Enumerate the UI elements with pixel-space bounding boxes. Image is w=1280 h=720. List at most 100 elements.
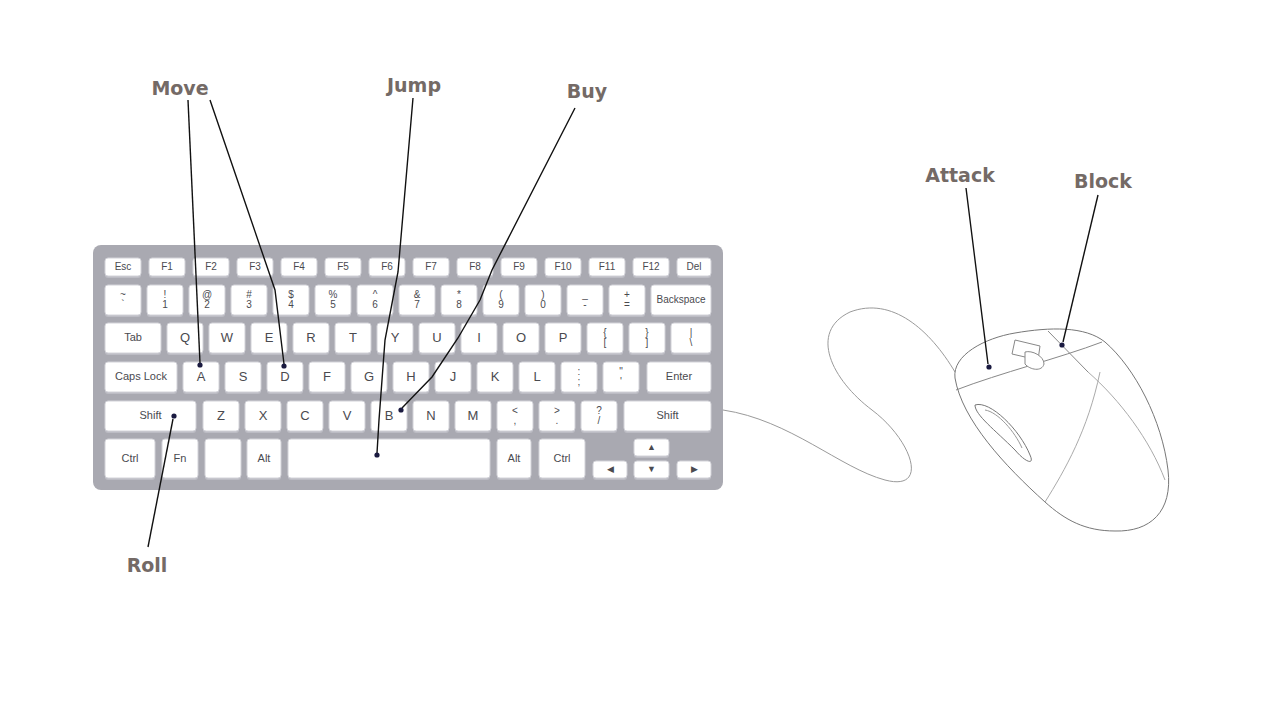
key-legend: F: [323, 370, 331, 384]
key-legend: ▲: [647, 443, 656, 452]
key-legend: N: [426, 409, 435, 423]
keycap-key: ◀: [593, 461, 627, 478]
key-legend: |: [690, 328, 693, 339]
keycap-key: "': [603, 362, 639, 392]
key-legend: Y: [391, 331, 400, 345]
keycap-face: [293, 323, 329, 353]
key-legend: ▼: [647, 465, 656, 474]
mouse-button-split: [1048, 331, 1088, 372]
key-legend: `: [121, 300, 124, 311]
leader-line: [966, 188, 988, 364]
keycap-face: [435, 362, 471, 392]
keycap-face: [105, 258, 141, 276]
keycap-face: [287, 401, 323, 431]
key-legend: P: [559, 331, 568, 345]
keycap-face: [634, 439, 669, 456]
key-legend: J: [450, 370, 457, 384]
key-legend: ◀: [607, 465, 614, 474]
key-legend: %: [329, 290, 338, 301]
key-legend: ~: [120, 290, 126, 301]
keycap-key: G: [351, 362, 387, 392]
keycap-key: F4: [281, 258, 317, 276]
keycap-face: [647, 362, 711, 392]
keycap-face: [589, 258, 625, 276]
keycap-key: F7: [413, 258, 449, 276]
key-legend: Esc: [115, 262, 132, 273]
keycap-key: >.: [539, 401, 575, 431]
keycap-face: [105, 401, 196, 431]
leader-line: [402, 108, 575, 408]
key-legend: [: [604, 338, 607, 349]
callout-label: Jump: [387, 74, 441, 96]
keycap-key: Q: [167, 323, 203, 353]
key-legend: 4: [288, 300, 294, 311]
leader-line: [188, 100, 200, 363]
key-legend: K: [491, 370, 500, 384]
keyboard-body: [93, 245, 723, 490]
keycap-face: [457, 258, 493, 276]
leader-line: [210, 100, 284, 364]
keycap-face: [399, 285, 435, 315]
mouse-side-grip: [985, 410, 1022, 448]
key-legend: _: [582, 290, 588, 301]
key-legend: F2: [205, 262, 217, 273]
keycap-key: F: [309, 362, 345, 392]
leader-dot: [171, 413, 176, 418]
keycap-key: ▲: [634, 439, 669, 456]
key-legend: \: [690, 338, 693, 349]
key-legend: >: [554, 406, 560, 417]
key-legend: {: [603, 328, 606, 339]
keycap-face: [587, 323, 623, 353]
keycap-face: [105, 285, 141, 315]
keycap-key: T: [335, 323, 371, 353]
keycap-key: ▼: [634, 461, 669, 478]
keycap-key: %5: [315, 285, 351, 315]
keycap-key: M: [455, 401, 491, 431]
key-legend: ): [541, 290, 544, 301]
keycap-face: [413, 401, 449, 431]
key-legend: -: [583, 300, 586, 311]
keycap-face: [413, 258, 449, 276]
keycap-face: [651, 285, 711, 315]
key-legend: Backspace: [657, 295, 706, 306]
keycap-key: S: [225, 362, 261, 392]
keycap-key: W: [209, 323, 245, 353]
keycap-face: [519, 362, 555, 392]
keycap-key: P: [545, 323, 581, 353]
keycap-face: [461, 323, 497, 353]
keycap-face: [634, 461, 669, 478]
keycap-key: Esc: [105, 258, 141, 276]
key-legend: F8: [469, 262, 481, 273]
keycap-key: {[: [587, 323, 623, 353]
keycap-face: [567, 285, 603, 315]
key-legend: 1: [162, 300, 168, 311]
key-legend: D: [280, 370, 289, 384]
key-legend: <: [512, 406, 518, 417]
key-legend: Ctrl: [121, 453, 138, 465]
keycap-key: !1: [147, 285, 183, 315]
key-legend: X: [259, 409, 268, 423]
keycap-face: [483, 285, 519, 315]
leader-dot: [197, 362, 202, 367]
keycap-key: C: [287, 401, 323, 431]
keycap-key: A: [183, 362, 219, 392]
keycap-key: L: [519, 362, 555, 392]
key-legend: &: [414, 290, 421, 301]
keycap-face: [624, 401, 711, 431]
key-legend: F10: [554, 262, 571, 273]
keycap-face: [357, 285, 393, 315]
keycap-key: #3: [231, 285, 267, 315]
key-legend: 5: [330, 300, 336, 311]
keycap-face: [633, 258, 669, 276]
key-legend: ▶: [691, 465, 698, 474]
key-legend: F9: [513, 262, 525, 273]
keycap-face: [593, 461, 627, 478]
keycap-key: Tab: [105, 323, 161, 353]
key-legend: F11: [599, 262, 616, 273]
keycap-key: F1: [149, 258, 185, 276]
keycap-face: [501, 258, 537, 276]
keycap-key: Caps Lock: [105, 362, 177, 392]
key-legend: ;: [578, 377, 581, 388]
mouse-cable: [723, 308, 955, 482]
keycap-key: Alt: [497, 439, 531, 478]
